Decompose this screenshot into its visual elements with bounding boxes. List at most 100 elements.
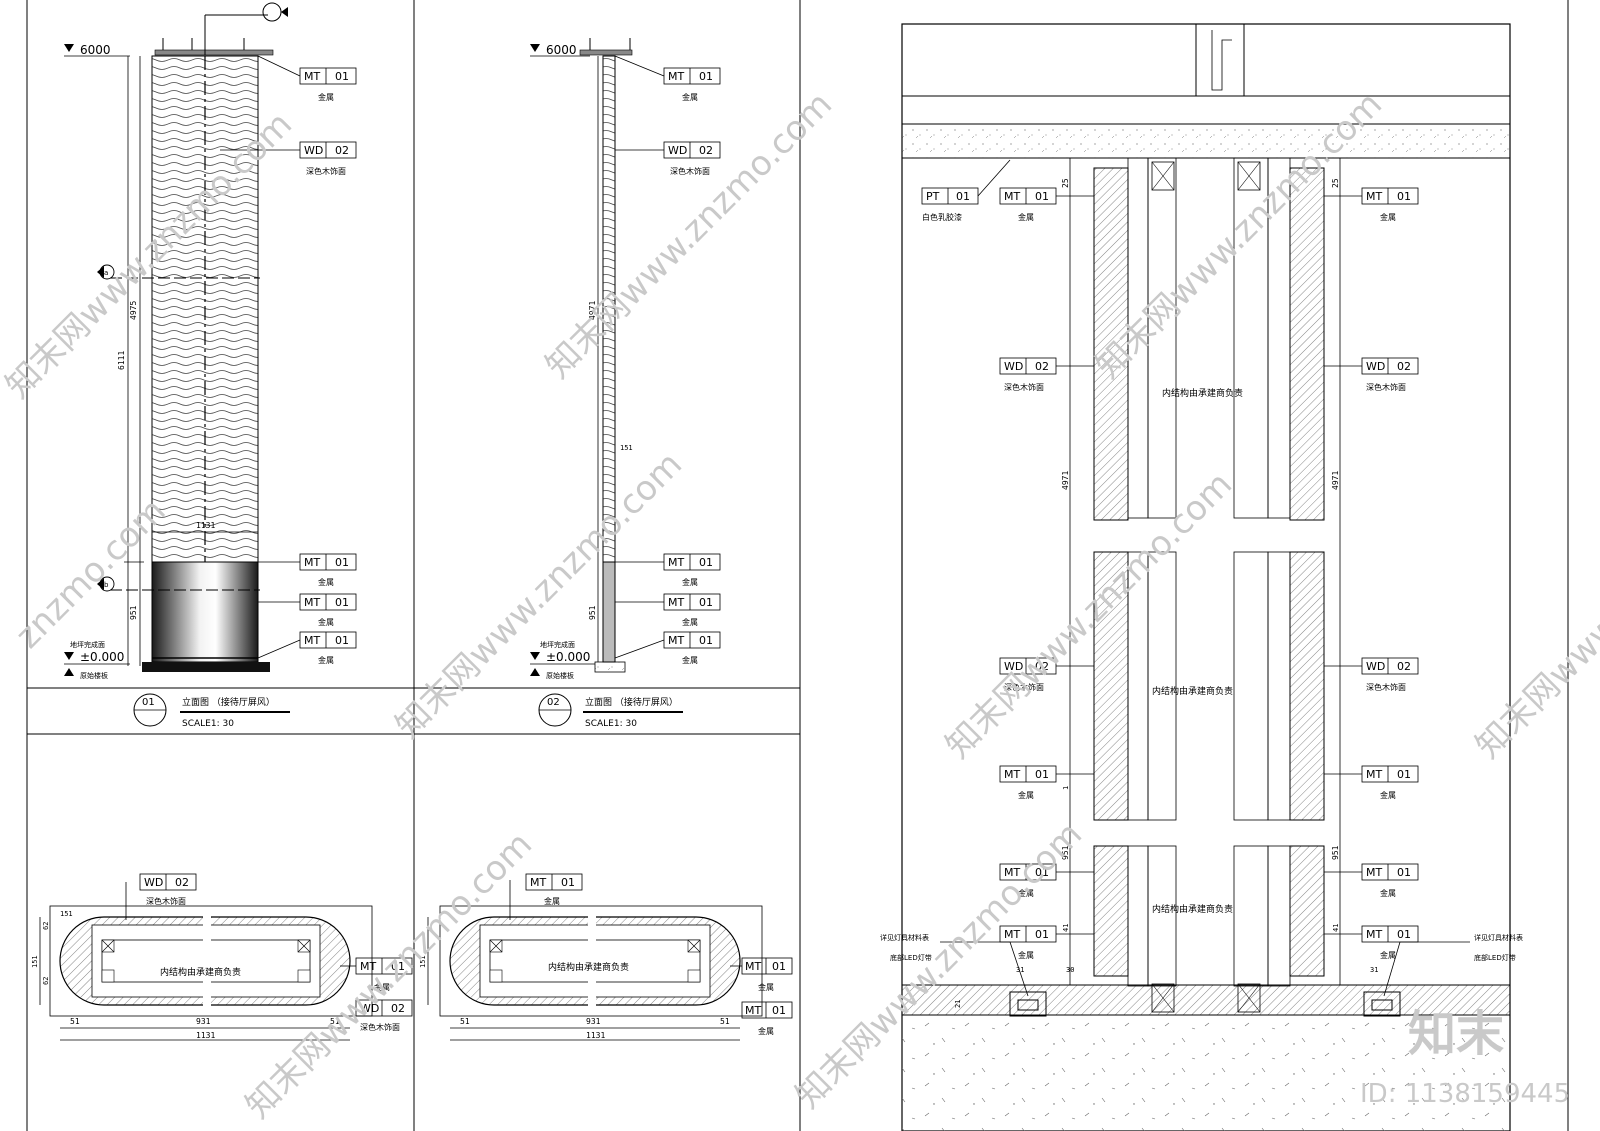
svg-text:951: 951 <box>588 605 597 620</box>
led-note-left: 详见灯具材料表 底部LED灯带 <box>880 933 1029 997</box>
svg-text:MT: MT <box>1366 928 1382 941</box>
tag-mt01-sec-l3: MT 01 金属 <box>999 863 1094 898</box>
svg-text:01: 01 <box>956 190 970 203</box>
svg-text:01: 01 <box>391 960 405 973</box>
svg-text:详见灯具材料表: 详见灯具材料表 <box>880 933 929 942</box>
tag-mt01-plan2-b: MT 01 金属 <box>741 1001 793 1036</box>
svg-text:62: 62 <box>42 922 50 930</box>
section-mark-a: a <box>97 264 260 280</box>
svg-text:6000: 6000 <box>546 43 577 57</box>
svg-text:951: 951 <box>129 605 138 620</box>
level-label: 6000 <box>80 43 111 57</box>
svg-text:02: 02 <box>335 144 349 157</box>
svg-text:深色木饰面: 深色木饰面 <box>1366 682 1406 692</box>
svg-text:25: 25 <box>1061 178 1070 188</box>
svg-text:金属: 金属 <box>318 655 334 665</box>
svg-text:MT: MT <box>668 70 684 83</box>
svg-text:51: 51 <box>330 1017 340 1026</box>
svg-text:151: 151 <box>31 955 39 968</box>
svg-text:金属: 金属 <box>758 1026 774 1036</box>
svg-text:金属: 金属 <box>682 577 698 587</box>
svg-text:金属: 金属 <box>1018 950 1034 960</box>
svg-text:深色木饰面: 深色木饰面 <box>1004 682 1044 692</box>
column-side-metal <box>602 561 616 663</box>
svg-text:01: 01 <box>1035 190 1049 203</box>
svg-text:内结构由承建商负责: 内结构由承建商负责 <box>1152 685 1233 697</box>
svg-text:金属: 金属 <box>1018 212 1034 222</box>
svg-text:01: 01 <box>561 876 575 889</box>
svg-text:4971: 4971 <box>1061 471 1070 490</box>
svg-text:31: 31 <box>1370 966 1378 974</box>
svg-text:金属: 金属 <box>1380 212 1396 222</box>
svg-text:金属: 金属 <box>1380 950 1396 960</box>
svg-text:内结构由承建商负责: 内结构由承建商负责 <box>160 966 241 978</box>
svg-text:25: 25 <box>1331 178 1340 188</box>
svg-text:02: 02 <box>175 876 189 889</box>
svg-text:ID: 1138159445: ID: 1138159445 <box>1360 1079 1570 1109</box>
svg-text:PT: PT <box>926 190 940 203</box>
svg-text:WD: WD <box>1366 360 1385 373</box>
elevation-02: 6000 4971 151 951 ±0.000 地坪完成面 原始楼板 MT <box>530 38 721 729</box>
svg-text:01: 01 <box>699 596 713 609</box>
svg-text:01: 01 <box>1035 928 1049 941</box>
svg-text:01: 01 <box>1397 866 1411 879</box>
tag-mt01-b: MT 01 金属 <box>258 593 357 627</box>
svg-text:01: 01 <box>1397 928 1411 941</box>
svg-text:01: 01 <box>1035 866 1049 879</box>
svg-text:02: 02 <box>699 144 713 157</box>
tag-wd02-plan1: WD 02 深色木饰面 <box>125 873 197 920</box>
tag-mt01-c: MT 01 金属 <box>257 631 357 665</box>
svg-text:30: 30 <box>1066 966 1074 974</box>
level-mark-zero-b: ±0.000 地坪完成面 原始楼板 <box>530 640 595 680</box>
svg-text:WD: WD <box>144 876 163 889</box>
led-note-right: 详见灯具材料表 底部LED灯带 <box>1383 933 1523 997</box>
tag-wd02-b: WD 02 深色木饰面 <box>615 141 721 176</box>
plan-section-metal: 内结构由承建商负责 51 931 51 1131 151 MT 01 金属 MT… <box>419 873 793 1041</box>
tag-mt01-sec-r3: MT 01 金属 <box>1324 863 1419 898</box>
svg-text:02: 02 <box>1035 360 1049 373</box>
svg-text:底部LED灯带: 底部LED灯带 <box>1474 953 1516 962</box>
svg-text:金属: 金属 <box>682 92 698 102</box>
svg-text:4975: 4975 <box>129 301 138 320</box>
svg-text:31: 31 <box>1016 966 1024 974</box>
tag-mt01-b-b: MT 01 金属 <box>615 593 721 627</box>
svg-text:02: 02 <box>547 697 560 708</box>
dimension-vertical: 4975 6111 951 <box>117 56 144 666</box>
svg-text:MT: MT <box>668 634 684 647</box>
svg-text:41: 41 <box>1332 924 1340 932</box>
tag-wd02-sec-l1: WD 02 深色木饰面 <box>999 357 1094 392</box>
svg-text:951: 951 <box>1061 845 1070 860</box>
svg-text:MT: MT <box>668 556 684 569</box>
svg-text:金属: 金属 <box>318 577 334 587</box>
svg-text:931: 931 <box>586 1017 601 1026</box>
plan-section-wood: 内结构由承建商负责 51 931 51 1131 151 62 62 151 W… <box>31 873 413 1041</box>
svg-text:MT: MT <box>304 596 320 609</box>
tag-mt01-top-b: MT 01 金属 <box>614 55 721 102</box>
dimension-vertical-b: 4971 151 951 <box>588 56 633 662</box>
svg-text:金属: 金属 <box>682 655 698 665</box>
svg-text:1131: 1131 <box>586 1031 605 1040</box>
svg-text:SCALE1: 30: SCALE1: 30 <box>182 719 234 729</box>
svg-text:02: 02 <box>1035 660 1049 673</box>
svg-text:详见灯具材料表: 详见灯具材料表 <box>1474 933 1523 942</box>
svg-text:1131: 1131 <box>196 521 215 530</box>
svg-text:内结构由承建商负责: 内结构由承建商负责 <box>1152 903 1233 915</box>
svg-text:金属: 金属 <box>374 982 390 992</box>
svg-text:01: 01 <box>1397 768 1411 781</box>
svg-text:金属: 金属 <box>1018 888 1034 898</box>
svg-text:地坪完成面: 地坪完成面 <box>540 640 575 649</box>
svg-text:内结构由承建商负责: 内结构由承建商负责 <box>548 961 629 973</box>
tag-mt01-top: MT 01 金属 <box>257 55 357 102</box>
svg-text:931: 931 <box>196 1017 211 1026</box>
svg-text:原始楼板: 原始楼板 <box>80 671 108 680</box>
tag-mt01-plan1: MT 01 金属 <box>340 957 413 992</box>
svg-text:WD: WD <box>1004 660 1023 673</box>
svg-text:WD: WD <box>668 144 687 157</box>
svg-text:01: 01 <box>335 70 349 83</box>
svg-text:MT: MT <box>1004 768 1020 781</box>
svg-text:01: 01 <box>1035 768 1049 781</box>
svg-text:MT: MT <box>1004 928 1020 941</box>
svg-text:±0.000: ±0.000 <box>546 650 590 664</box>
svg-text:01: 01 <box>335 634 349 647</box>
